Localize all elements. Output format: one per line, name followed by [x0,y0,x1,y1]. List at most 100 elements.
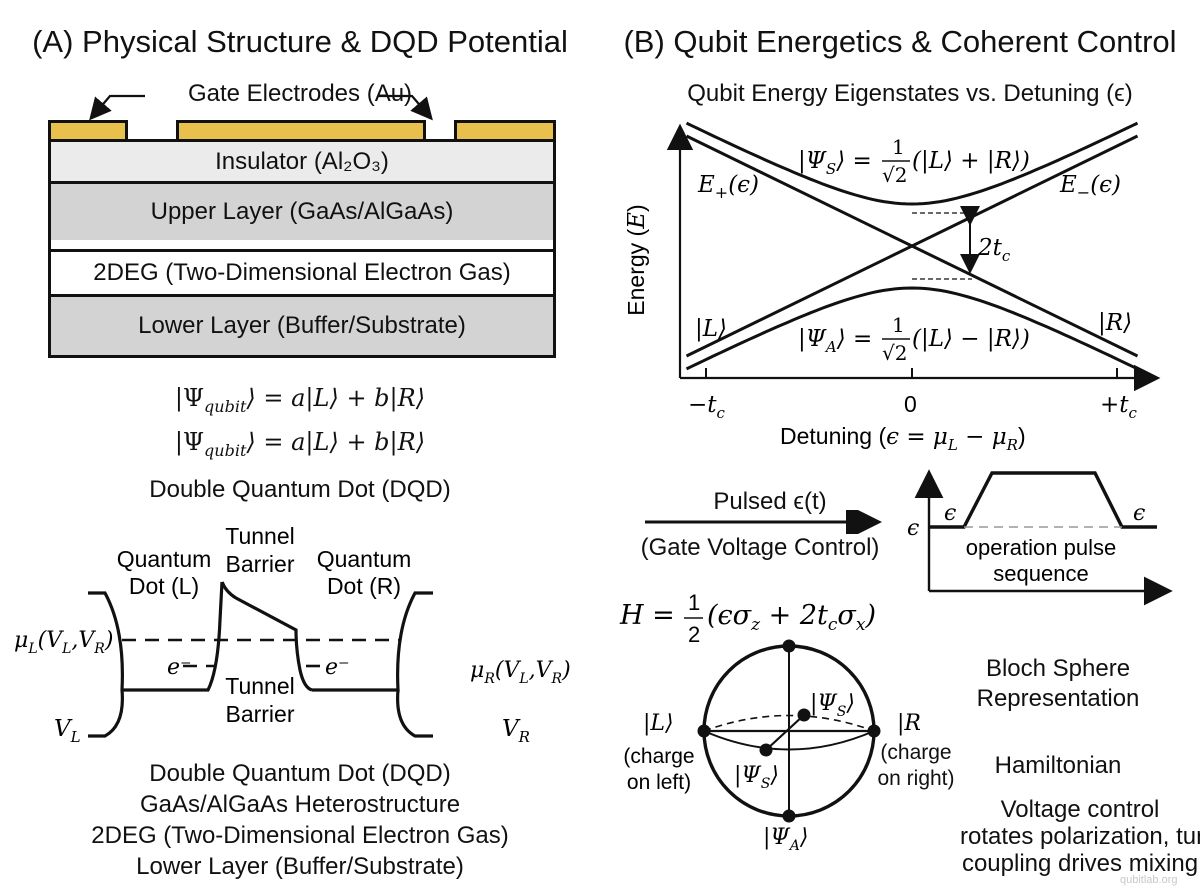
barrier-bottom-label-1: Tunnel [225,673,294,699]
right-dot-floor [312,591,433,692]
pulse-arrow [645,510,882,534]
state-vector [765,714,805,751]
x-tick-zero: 0 [904,391,917,417]
pulse-label: Pulsed ϵ(t) [713,488,827,515]
bloch-title-2: Representation [976,685,1140,712]
mu-right-label: μR(VL,VR) [470,658,571,687]
gap-label: 2tc [977,235,1011,265]
mu-left-label: μL(VL,VR) [14,628,113,657]
barrier-top-label-1: Tunnel [225,523,294,549]
ket-r-note-2: on right) [877,767,955,790]
pulse-seq-line-1: operation pulse [966,535,1116,560]
panel-a-footer: Double Quantum Dot (DQD) GaAs/AlGaAs Het… [0,758,600,882]
psi-s-rhs: (|L⟩ + |R⟩) [912,148,1030,174]
x-tick-plus-tc: +tc [1100,392,1138,422]
x-tick-minus-tc: −tc [688,392,726,422]
ket-r-note-1: (charge [880,741,952,764]
voltage-note-2: rotates polarization, tunnel [960,823,1200,850]
ket-l-label: |L⟩ [695,316,727,342]
energy-curve-0 [685,121,1139,206]
dqd-label: Double Quantum Dot (DQD) [149,476,451,503]
gate-voltage-control-label: (Gate Voltage Control) [640,534,880,561]
eq1-rhs: ⟩ = a|L⟩ + b|R⟩ [246,384,426,412]
bloch-title: Bloch Sphere Representation [958,654,1158,714]
voltage-note-1: Voltage control [1000,796,1160,823]
energy-plot-title: Qubit Energy Eigenstates vs. Detuning (ϵ… [687,80,1133,107]
layer-insulator: Insulator (Al₂O₃) [48,139,556,184]
psi-s-label: |ΨS⟩ = [798,148,872,178]
left-lead-wall [88,591,124,738]
footer-line-3: 2DEG (Two-Dimensional Electron Gas) [91,822,509,849]
ket-r-label: |R⟩ [1098,310,1132,336]
layer-2deg-label: 2DEG (Two-Dimensional Electron Gas) [93,259,511,286]
pulse-eps-right: ϵ [1133,501,1145,526]
panel-b-title: (B) Qubit Energetics & Coherent Control [623,24,1177,59]
eq2-rhs: ⟩ = a|L⟩ + b|R⟩ [246,428,426,456]
psi-s-frac-den: √2 [882,163,907,187]
footer-line-2: GaAs/AlGaAs Heterostructure [139,791,461,818]
bloch-sphere: |ΨS⟩ |ΨS⟩ |ΨA⟩ |L⟩ (charge on left) |R⟩ [623,639,920,854]
layer-upper-label: Upper Layer (GaAs/AlGaAs) [150,198,454,225]
right-lead-wall [396,689,433,738]
dot-left-label-2: Dot (L) [129,573,199,599]
psi-a-label: |ΨA⟩ = [798,326,872,356]
panel-a-title: (A) Physical Structure & DQD Potential [32,24,568,59]
e-minus-label: E−(ϵ) [1059,172,1121,202]
dqd-potential-diagram: Quantum Dot (L) Tunnel Barrier Quantum D… [14,523,571,746]
bloch-ket-l-note-1: (charge [623,745,694,768]
layer-lower: Lower Layer (Buffer/Substrate) [48,294,556,358]
qubit-equation-1: |Ψqubit⟩ = a|L⟩ + b|R⟩ [0,384,600,416]
bloch-ket-r-note: (charge on right) [866,740,966,792]
energy-chart: Energy (E) E+(ϵ) E−(ϵ) |L⟩ |R⟩ |ΨS⟩ = 1 … [623,121,1161,454]
layer-upper: Upper Layer (GaAs/AlGaAs) [48,181,556,243]
bloch-ket-l-note-2: on left) [627,771,691,794]
energy-curve-1 [685,286,1139,371]
bloch-ket-l: |L⟩ [643,711,674,736]
psi-a-frac-den: √2 [882,341,907,365]
equator-back [703,714,875,732]
electron-right: e⁻ [325,655,350,680]
svg-text:1: 1 [688,590,700,615]
gate-arrows [89,94,433,121]
energy-curve-3 [685,134,1139,358]
hamiltonian-title: Hamiltonian [994,752,1122,779]
e-plus-label: E+(ϵ) [697,172,759,202]
pulse-sequence-chart: ϵ ϵ ϵ operation pulse sequence [907,469,1173,606]
pulse-seq-line-2: sequence [993,561,1088,586]
pulse-eps-left: ϵ [944,501,956,526]
bloch-psi-s-front: |ΨS⟩ [734,763,779,792]
point-psi-s-front [759,743,773,757]
eq2-sub: qubit [204,440,247,460]
tunnel-barrier [220,581,313,692]
bloch-psi-s-top: |ΨS⟩ [810,691,855,720]
x-axis-label: Detuning (ϵ = μL − μR) [780,423,1026,454]
barrier-top-label-2: Barrier [225,551,294,577]
pulse-eps-axis: ϵ [907,516,919,541]
hamiltonian-equation: H = 1 2 (ϵσz + 2tcσx) [619,590,876,647]
qubit-equation-2: |Ψqubit⟩ = a|L⟩ + b|R⟩ [0,428,600,460]
gate-electrodes-label: Gate Electrodes (Au) [187,80,413,107]
psi-a-frac-num: 1 [892,313,905,337]
point-left [697,724,711,738]
eq1-lhs: |Ψ [174,384,205,412]
gate-arrow-left [89,94,145,121]
electron-left: e⁻ [167,655,192,680]
v-left-label: VL [54,716,81,746]
layer-insulator-label: Insulator (Al₂O₃) [215,147,389,175]
svg-text:(ϵσz + 2tcσx): (ϵσz + 2tcσx) [707,600,876,635]
pulse-waveform [929,471,1157,529]
left-dot-floor [122,581,224,692]
voltage-note: Voltage control rotates polarization, tu… [960,796,1200,877]
footer-line-1: Double Quantum Dot (DQD) [149,760,451,787]
psi-a-rhs: (|L⟩ − |R⟩) [912,326,1030,352]
pole-top [782,639,796,653]
barrier-bottom-label-2: Barrier [225,701,294,727]
eq1-sub: qubit [204,396,247,416]
watermark: qubitlab.org [1120,874,1178,886]
bloch-title-1: Bloch Sphere [985,655,1131,682]
equator-front [703,730,875,751]
svg-text:2: 2 [688,622,700,647]
psi-s-frac-num: 1 [892,135,905,159]
dot-left-label-1: Quantum [117,546,212,572]
dot-right-label-1: Quantum [317,546,412,572]
